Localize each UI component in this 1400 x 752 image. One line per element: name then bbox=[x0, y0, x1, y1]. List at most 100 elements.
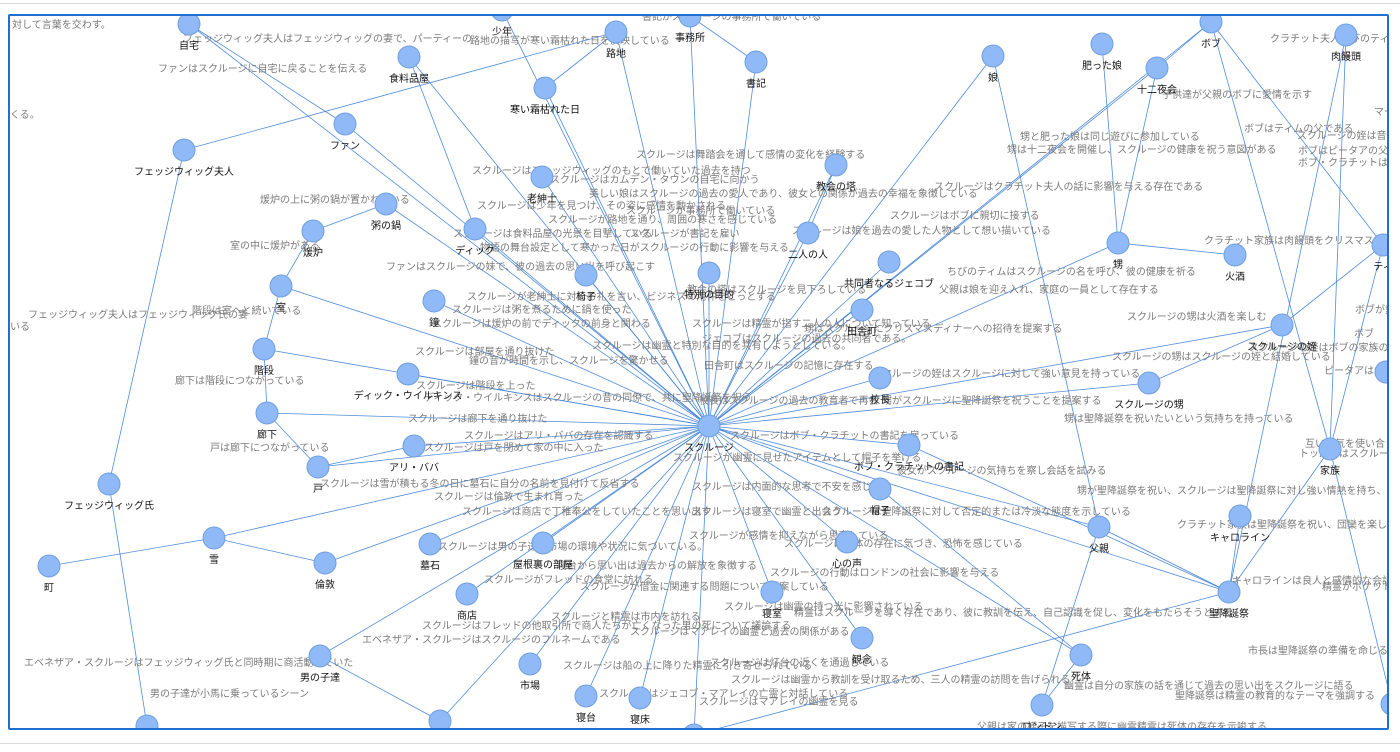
node-circle-icon[interactable] bbox=[760, 580, 784, 604]
node-circle-icon[interactable] bbox=[428, 709, 452, 730]
graph-node[interactable]: 町 bbox=[37, 554, 61, 594]
graph-node[interactable]: 老紳士 bbox=[527, 165, 557, 205]
node-circle-icon[interactable] bbox=[518, 652, 542, 676]
node-circle-icon[interactable] bbox=[981, 44, 1005, 68]
graph-node[interactable]: 鐘 bbox=[422, 289, 446, 329]
node-circle-icon[interactable] bbox=[202, 526, 226, 550]
graph-node[interactable]: 心の声 bbox=[832, 530, 862, 570]
node-circle-icon[interactable] bbox=[697, 261, 721, 285]
graph-node[interactable]: 階段 bbox=[252, 337, 276, 377]
node-circle-icon[interactable] bbox=[1087, 515, 1111, 539]
graph-node[interactable]: 事務所 bbox=[675, 14, 705, 44]
graph-node[interactable]: 娘 bbox=[981, 44, 1005, 84]
node-circle-icon[interactable] bbox=[402, 434, 426, 458]
graph-node[interactable]: 二人の人 bbox=[788, 221, 828, 261]
graph-node[interactable]: 甥 bbox=[1106, 231, 1130, 271]
node-circle-icon[interactable] bbox=[301, 219, 325, 243]
node-circle-icon[interactable] bbox=[1069, 643, 1093, 667]
node-circle-icon[interactable] bbox=[868, 477, 892, 501]
graph-node[interactable]: 椅子 bbox=[574, 263, 598, 303]
graph-node[interactable]: ファン bbox=[330, 112, 360, 152]
node-circle-icon[interactable] bbox=[269, 274, 293, 298]
node-circle-icon[interactable] bbox=[1199, 14, 1223, 34]
node-circle-icon[interactable] bbox=[313, 551, 337, 575]
graph-node[interactable]: 火酒 bbox=[1223, 243, 1247, 283]
graph-node[interactable]: 校長 bbox=[868, 366, 892, 406]
node-circle-icon[interactable] bbox=[574, 684, 598, 708]
graph-node[interactable]: ティ bbox=[1371, 233, 1389, 273]
nodes-layer[interactable]: スクルージ自宅食料品屋少年寒い霜枯れた日路地事務所書記ファンフェッジウィッグ夫人… bbox=[37, 14, 1389, 730]
graph-node[interactable]: 食料品屋 bbox=[389, 45, 429, 85]
node-circle-icon[interactable] bbox=[455, 582, 479, 606]
graph-node[interactable]: 寒い霜枯れた日 bbox=[510, 76, 580, 116]
graph-node[interactable]: 死体 bbox=[1069, 643, 1093, 683]
node-circle-icon[interactable] bbox=[877, 250, 901, 274]
graph-node[interactable]: 寝室 bbox=[760, 580, 784, 620]
graph-node[interactable]: 倫敦 bbox=[313, 551, 337, 591]
graph-node[interactable]: ボブ bbox=[1199, 14, 1223, 50]
node-circle-icon[interactable] bbox=[1223, 243, 1247, 267]
graph-node[interactable]: ディック・ウイルキンス bbox=[354, 362, 463, 402]
graph-node[interactable]: 室 bbox=[269, 274, 293, 314]
node-circle-icon[interactable] bbox=[1137, 371, 1161, 395]
graph-node[interactable] bbox=[1374, 360, 1389, 384]
graph-node[interactable] bbox=[683, 723, 705, 730]
node-circle-icon[interactable] bbox=[308, 644, 332, 668]
node-circle-icon[interactable] bbox=[418, 532, 442, 556]
graph-node[interactable]: 廊下 bbox=[255, 401, 279, 441]
node-circle-icon[interactable] bbox=[177, 14, 201, 36]
node-circle-icon[interactable] bbox=[574, 263, 598, 287]
graph-node[interactable] bbox=[428, 709, 452, 730]
graph-node[interactable]: 粥の鍋 bbox=[371, 192, 401, 232]
node-circle-icon[interactable] bbox=[744, 50, 768, 74]
graph-node[interactable]: 少年 bbox=[491, 14, 513, 38]
graph-node[interactable]: ボブ・クラチットの書記 bbox=[854, 433, 964, 473]
node-circle-icon[interactable] bbox=[97, 472, 121, 496]
node-circle-icon[interactable] bbox=[1145, 56, 1169, 80]
graph-node[interactable]: 家族 bbox=[1318, 437, 1342, 477]
graph-node[interactable] bbox=[135, 714, 159, 730]
node-circle-icon[interactable] bbox=[1217, 580, 1241, 604]
graph-node[interactable]: フェッジウィッグ夫人 bbox=[134, 138, 234, 178]
node-circle-icon[interactable] bbox=[835, 530, 859, 554]
node-circle-icon[interactable] bbox=[463, 217, 487, 241]
graph-node[interactable]: スクルージの姪 bbox=[1247, 313, 1317, 353]
graph-node[interactable]: キャロライン bbox=[1210, 504, 1270, 544]
graph-node[interactable]: 寝台 bbox=[574, 684, 598, 724]
graph-node[interactable]: 観念 bbox=[850, 626, 874, 666]
graph-node[interactable]: 肥った娘 bbox=[1082, 32, 1122, 72]
graph-node[interactable]: 父親 bbox=[1087, 515, 1111, 555]
node-circle-icon[interactable] bbox=[1371, 233, 1389, 257]
graph-node[interactable]: 肉饅頭 bbox=[1331, 23, 1361, 63]
node-circle-icon[interactable] bbox=[37, 554, 61, 578]
node-circle-icon[interactable] bbox=[1106, 231, 1130, 255]
node-circle-icon[interactable] bbox=[697, 414, 721, 438]
node-circle-icon[interactable] bbox=[796, 221, 820, 245]
graph-node[interactable]: 自宅 bbox=[177, 14, 201, 52]
node-circle-icon[interactable] bbox=[1090, 32, 1114, 56]
graph-node[interactable]: 帽子 bbox=[868, 477, 892, 517]
node-circle-icon[interactable] bbox=[255, 401, 279, 425]
node-circle-icon[interactable] bbox=[491, 14, 513, 22]
graph-node[interactable]: 煖炉 bbox=[301, 219, 325, 259]
graph-node[interactable]: 商店 bbox=[455, 582, 479, 622]
node-circle-icon[interactable] bbox=[1318, 437, 1342, 461]
knowledge-graph[interactable]: 対して言葉を交わす。フェッジウィッグ夫人はフェッジウィッグの妻で、パーティーのフ… bbox=[8, 14, 1389, 730]
graph-node[interactable]: 共同者なるジェコブ bbox=[844, 250, 934, 290]
graph-node[interactable]: 市場 bbox=[518, 652, 542, 692]
graph-node[interactable]: 十二夜会 bbox=[1137, 56, 1177, 96]
node-circle-icon[interactable] bbox=[1380, 693, 1389, 715]
graph-node[interactable]: 屋根裏の部屋 bbox=[513, 531, 573, 571]
graph-node[interactable]: ロンドン bbox=[1022, 693, 1062, 730]
node-circle-icon[interactable] bbox=[252, 337, 276, 361]
graph-node[interactable]: 男の子達 bbox=[300, 644, 340, 684]
node-circle-icon[interactable] bbox=[1228, 504, 1252, 528]
graph-canvas[interactable]: 対して言葉を交わす。フェッジウィッグ夫人はフェッジウィッグの妻で、パーティーのフ… bbox=[8, 14, 1389, 730]
graph-node[interactable]: 戸 bbox=[306, 455, 330, 495]
node-circle-icon[interactable] bbox=[530, 165, 554, 189]
node-circle-icon[interactable] bbox=[683, 723, 705, 730]
graph-node[interactable]: フェッジウィッグ氏 bbox=[64, 472, 154, 512]
node-circle-icon[interactable] bbox=[396, 362, 420, 386]
graph-node[interactable]: スクルージ bbox=[684, 414, 734, 454]
node-circle-icon[interactable] bbox=[422, 289, 446, 313]
